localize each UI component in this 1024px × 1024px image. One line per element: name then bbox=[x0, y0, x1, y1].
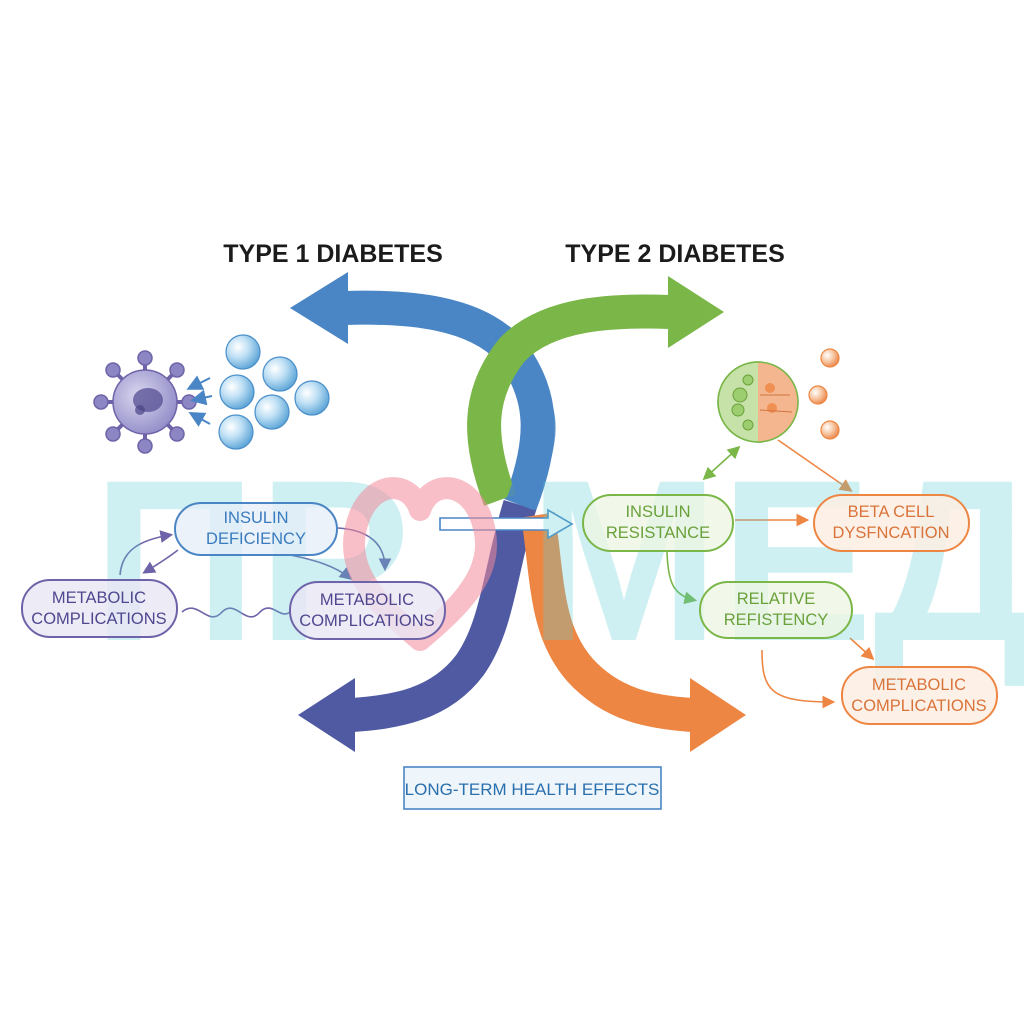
beta-cell-line1: BETA CELL bbox=[848, 503, 935, 521]
metabolic-right-line1: METABOLIC bbox=[872, 676, 966, 694]
insulin-deficiency-line1: INSULIN bbox=[223, 509, 288, 527]
blue-crossing-strand bbox=[505, 388, 556, 511]
relative-line1: RELATIVE bbox=[737, 590, 816, 608]
footer-label: LONG-TERM HEALTH EFFECTS bbox=[405, 780, 660, 799]
node-metabolic-center: METABOLIC COMPLICATIONS bbox=[289, 581, 446, 640]
type1-title: TYPE 1 DIABETES bbox=[223, 240, 443, 268]
footer-box: LONG-TERM HEALTH EFFECTS bbox=[403, 766, 662, 810]
insulin-resistance-line2: RESISTANCE bbox=[606, 524, 710, 542]
indigo-curved-arrow bbox=[298, 500, 537, 752]
metabolic-center-line2: COMPLICATIONS bbox=[299, 612, 434, 630]
type2-title: TYPE 2 DIABETES bbox=[565, 240, 785, 268]
node-beta-cell: BETA CELL DYSFNCATION bbox=[813, 494, 970, 552]
node-metabolic-right: METABOLIC COMPLICATIONS bbox=[841, 666, 998, 725]
metabolic-right-line2: COMPLICATIONS bbox=[851, 697, 986, 715]
watermark-right-text: МЕД bbox=[528, 432, 1024, 689]
immune-cell-icon bbox=[93, 350, 197, 454]
attack-arrows bbox=[186, 375, 213, 427]
metabolic-center-line1: METABOLIC bbox=[320, 591, 414, 609]
metabolic-left-line2: COMPLICATIONS bbox=[31, 610, 166, 628]
green-curved-arrow bbox=[467, 276, 724, 506]
node-insulin-deficiency: INSULIN DEFICIENCY bbox=[174, 502, 338, 556]
node-metabolic-left: METABOLIC COMPLICATIONS bbox=[21, 579, 178, 638]
node-relative-refistency: RELATIVE REFISTENCY bbox=[699, 581, 853, 639]
node-insulin-resistance: INSULIN RESISTANCE bbox=[582, 494, 734, 552]
beta-cell-icon bbox=[717, 361, 799, 443]
orange-curved-arrow bbox=[521, 512, 746, 752]
metabolic-left-line1: METABOLIC bbox=[52, 589, 146, 607]
beta-cell-line2: DYSFNCATION bbox=[832, 524, 949, 542]
insulin-molecule-icon bbox=[218, 334, 330, 450]
right-connectors bbox=[666, 439, 875, 709]
insulin-resistance-line1: INSULIN bbox=[625, 503, 690, 521]
center-transfer-arrow bbox=[439, 508, 574, 540]
heart-icon bbox=[343, 477, 497, 651]
insulin-deficiency-line2: DEFICIENCY bbox=[206, 530, 306, 548]
relative-line2: REFISTENCY bbox=[724, 611, 829, 629]
secreted-granules bbox=[808, 348, 840, 440]
watermark: ПР МЕД bbox=[92, 432, 1024, 689]
